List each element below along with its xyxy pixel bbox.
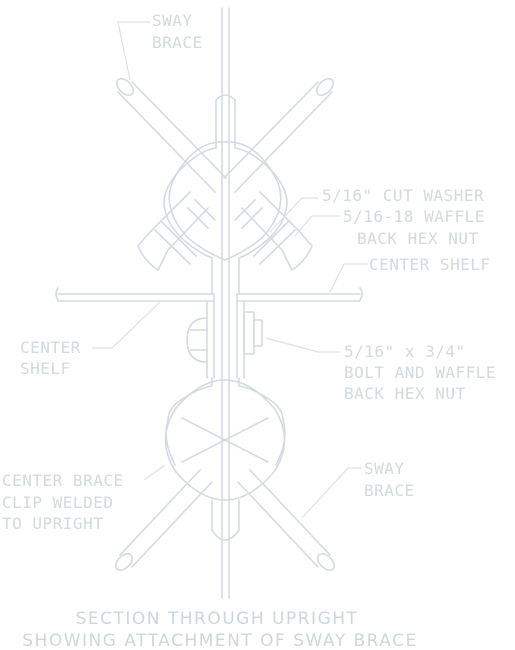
label-waffle-nut-top-2: BACK HEX NUT: [357, 229, 479, 248]
top-brace-clip: [163, 94, 288, 295]
bottom-sway-braces: [114, 417, 336, 572]
leader-lines: [92, 21, 368, 519]
label-center-brace-clip-3: TO UPRIGHT: [2, 514, 103, 533]
label-waffle-nut-top-1: 5/16-18 WAFFLE: [343, 207, 485, 226]
label-bolt-nut-3: BACK HEX NUT: [344, 384, 466, 403]
caption-line-1: SECTION THROUGH UPRIGHT: [76, 609, 359, 629]
label-center-shelf-left-2: SHELF: [20, 359, 71, 378]
label-sway-brace-top-1: SWAY: [152, 11, 193, 30]
caption-line-2: SHOWING ATTACHMENT OF SWAY BRACE: [22, 631, 418, 650]
center-shelf: [55, 287, 363, 379]
bottom-brace-clip: [164, 377, 286, 541]
label-bolt-nut-1: 5/16" x 3/4": [344, 342, 466, 361]
label-center-shelf-left-1: CENTER: [20, 338, 81, 357]
label-center-shelf-right: CENTER SHELF: [369, 255, 491, 274]
top-left-bolt: [137, 191, 216, 271]
label-sway-brace-top-2: BRACE: [152, 33, 203, 52]
label-sway-brace-bottom-2: BRACE: [364, 481, 415, 500]
top-right-bolt: [234, 191, 313, 271]
top-sway-braces: [115, 77, 335, 193]
shelf-bolt: [186, 311, 263, 363]
label-sway-brace-bottom-1: SWAY: [364, 459, 405, 478]
label-bolt-nut-2: BOLT AND WAFFLE: [344, 363, 496, 382]
label-cut-washer: 5/16" CUT WASHER: [322, 186, 484, 205]
label-center-brace-clip-2: CLIP WELDED: [2, 493, 113, 512]
label-center-brace-clip-1: CENTER BRACE: [2, 471, 124, 490]
